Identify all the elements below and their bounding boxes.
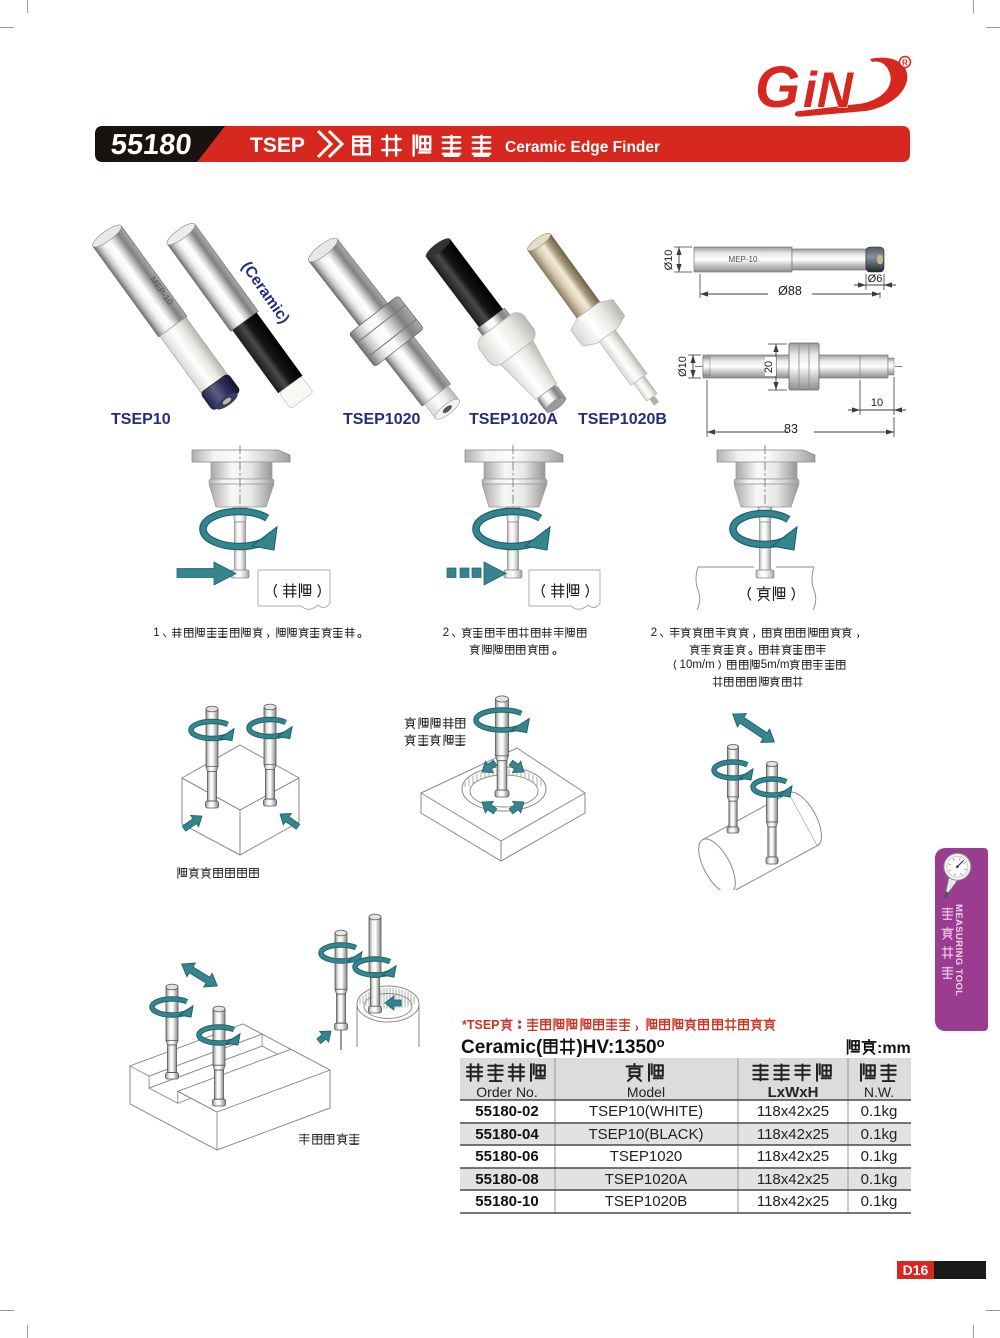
svg-text:MEP-10: MEP-10 <box>729 255 758 264</box>
svg-text:10: 10 <box>871 397 883 409</box>
svg-text:Ø10: Ø10 <box>663 250 675 271</box>
svg-text:TSEP: TSEP <box>250 134 305 157</box>
svg-text:Ø10: Ø10 <box>677 356 689 377</box>
svg-text:iN: iN <box>803 62 854 118</box>
svg-text:Ø6: Ø6 <box>868 273 883 285</box>
svg-text:55180: 55180 <box>109 129 193 161</box>
svg-text:20: 20 <box>763 361 775 373</box>
svg-text:G: G <box>758 55 800 120</box>
svg-text:R: R <box>902 59 908 68</box>
svg-text:83: 83 <box>784 422 798 436</box>
svg-text:Ø88: Ø88 <box>778 284 802 298</box>
